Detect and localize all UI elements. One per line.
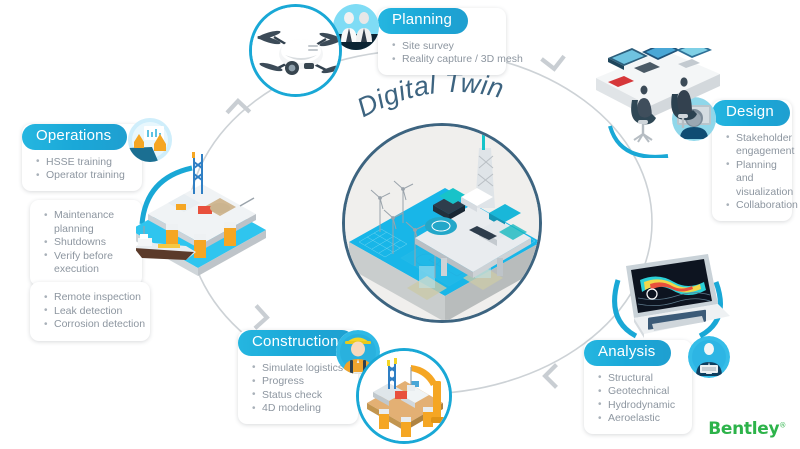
crane xyxy=(407,365,445,423)
offshore-platform xyxy=(415,132,531,278)
bentley-logo-text: Bentley xyxy=(708,419,780,439)
laptop-simulation xyxy=(604,246,732,352)
digital-twin-center-circle xyxy=(342,123,542,323)
maintenance-card[interactable]: Maintenance planning Shutdowns Verify be… xyxy=(30,200,142,286)
digital-twin-text-arc: Digital Twin xyxy=(352,68,506,123)
list-item: Site survey xyxy=(392,39,494,54)
list-item: Planning and visualization xyxy=(726,158,793,200)
operations-card[interactable]: Operations HSSE training Operator traini… xyxy=(22,124,142,191)
person-seated-left xyxy=(631,85,656,143)
list-item: Progress xyxy=(252,375,346,389)
list-item: Hydrodynamic xyxy=(598,398,680,413)
supply-ship xyxy=(134,226,196,260)
offshore-platform-and-supply-ship xyxy=(130,150,272,276)
list-item: Simulate logistics xyxy=(252,361,346,376)
center-title: Digital Twin xyxy=(352,68,552,128)
drone-icon xyxy=(249,4,342,97)
svg-text:Digital Twin: Digital Twin xyxy=(352,68,507,123)
bentley-logo: Bentley® xyxy=(708,419,786,439)
arrow-analysis-to-construction xyxy=(542,363,558,389)
construction-pill-label: Construction xyxy=(238,330,355,356)
center-title-text: Digital Twin xyxy=(352,68,506,123)
planning-pill-label: Planning xyxy=(378,8,468,34)
list-item: Remote inspection xyxy=(44,291,141,305)
design-card[interactable]: Design Stakeholder engagement Planning a… xyxy=(712,100,798,221)
arrow-operations-to-planning xyxy=(225,98,252,115)
list-item: Aeroelastic xyxy=(598,412,680,426)
list-item: Structural xyxy=(598,371,680,386)
list-item: Status check xyxy=(252,388,346,403)
inspection-item-list: Remote inspection Leak detection Corrosi… xyxy=(30,291,150,332)
list-item: Operator training xyxy=(36,169,130,183)
list-item: Collaboration xyxy=(726,199,798,213)
list-item: Geotechnical xyxy=(598,385,680,399)
construction-item-list: Simulate logistics Progress Status check… xyxy=(238,361,358,416)
platform-under-construction xyxy=(356,348,452,444)
analysis-pill-label: Analysis xyxy=(584,340,672,366)
design-office-desk xyxy=(592,42,732,159)
operations-item-list: HSSE training Operator training xyxy=(22,155,142,183)
list-item: Corrosion detection xyxy=(44,318,145,332)
person-seated-right xyxy=(671,77,697,128)
list-item: HSSE training xyxy=(36,155,130,170)
planning-card[interactable]: Planning Site survey Reality capture / 3… xyxy=(378,8,523,75)
isometric-offshore-scene xyxy=(345,126,539,320)
design-pill-label: Design xyxy=(712,100,790,126)
operations-pill-label: Operations xyxy=(22,124,128,150)
list-item: Leak detection xyxy=(44,304,138,319)
two-people-icon xyxy=(333,4,379,50)
arrow-planning-to-design xyxy=(540,54,566,72)
list-item: Reality capture / 3D mesh xyxy=(392,53,523,67)
list-item: Shutdowns xyxy=(44,236,130,250)
list-item: Maintenance planning xyxy=(44,209,130,236)
trademark-symbol: ® xyxy=(779,421,786,430)
design-item-list: Stakeholder engagement Planning and visu… xyxy=(712,131,798,213)
operations-monitoring-icon xyxy=(128,118,172,162)
analyst-laptop-icon xyxy=(688,336,730,378)
analysis-card[interactable]: Analysis Structural Geotechnical Hydrody… xyxy=(584,340,692,434)
inspection-card[interactable]: Remote inspection Leak detection Corrosi… xyxy=(30,282,150,341)
list-item: Stakeholder engagement xyxy=(726,131,794,159)
analysis-item-list: Structural Geotechnical Hydrodynamic Aer… xyxy=(584,371,692,426)
maintenance-item-list: Maintenance planning Shutdowns Verify be… xyxy=(30,209,142,277)
planning-item-list: Site survey Reality capture / 3D mesh xyxy=(378,39,523,67)
arrow-construction-to-operations xyxy=(253,304,270,330)
list-item: Verify before execution xyxy=(44,249,130,277)
list-item: 4D modeling xyxy=(252,402,346,416)
